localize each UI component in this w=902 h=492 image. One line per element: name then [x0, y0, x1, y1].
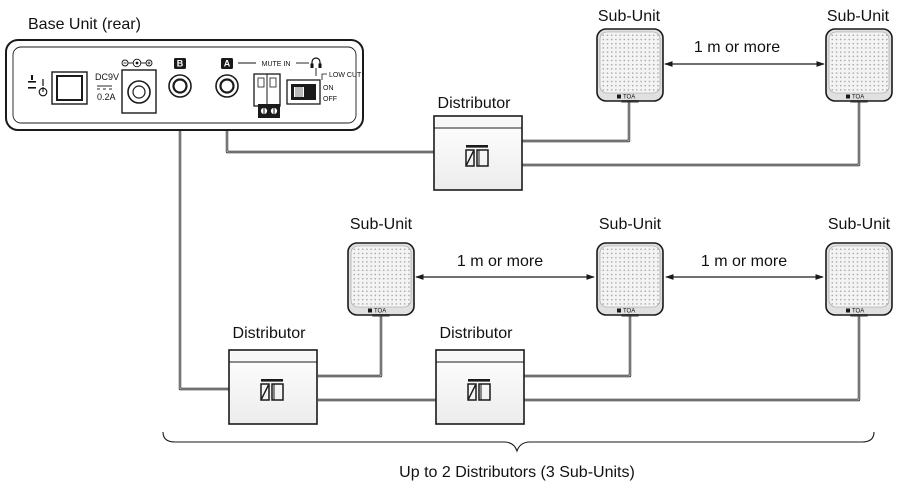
subunit-4-label: Sub-Unit: [599, 216, 662, 233]
base-unit-title: Base Unit (rear): [28, 16, 141, 33]
svg-text:TOA: TOA: [852, 95, 864, 101]
spacing-label-bottom-left: 1 m or more: [457, 253, 543, 270]
port-b-connector: [168, 74, 192, 98]
subunit-4: TOA: [596, 242, 664, 318]
svg-text:B: B: [177, 59, 184, 69]
svg-text:A: A: [224, 59, 231, 69]
dc-rating-label: DC9V: [95, 72, 119, 82]
low-cut-switch: [286, 79, 321, 105]
cable-distributor-2-to-subunit-3: [318, 315, 383, 378]
subunit-3: TOA: [347, 242, 415, 318]
subunit-5-label: Sub-Unit: [828, 216, 891, 233]
svg-text:TOA: TOA: [852, 309, 864, 315]
low-cut-bracket-icon: [321, 73, 327, 80]
footer-caption: Up to 2 Distributors (3 Sub-Units): [399, 464, 635, 481]
low-cut-off-label: OFF: [323, 96, 337, 103]
subunit-1: TOA: [596, 28, 664, 104]
low-cut-label: LOW CUT: [329, 72, 362, 79]
headphone-icon: [310, 57, 322, 76]
cable-distributor-1-to-subunit-1: [522, 101, 631, 143]
distributor-2-label: Distributor: [233, 325, 307, 342]
port-a-badge: A: [221, 58, 233, 69]
spacing-label-bottom-right: 1 m or more: [701, 253, 787, 270]
spacing-label-top: 1 m or more: [694, 39, 780, 56]
distributor-3: [435, 349, 525, 425]
subunit-5: TOA: [825, 242, 893, 318]
mute-in-label: MUTE IN: [262, 61, 291, 68]
svg-text:TOA: TOA: [623, 309, 635, 315]
cable-distributor-3-to-subunit-4: [524, 315, 632, 378]
port-a-connector: [215, 74, 239, 98]
mute-in-terminal: [253, 73, 281, 118]
dc-power-jack: [121, 69, 157, 114]
group-brace: [162, 431, 875, 453]
cable-distributor-3-to-subunit-5: [524, 315, 861, 402]
power-switch: [51, 71, 88, 105]
port-b-badge: B: [174, 58, 186, 69]
subunit-1-label: Sub-Unit: [598, 8, 661, 25]
distributor-2: [228, 349, 318, 425]
distributor-3-label: Distributor: [440, 325, 514, 342]
dc-current-label: 0.2A: [97, 92, 116, 102]
polarity-symbol-icon: [121, 58, 153, 68]
dc-symbol-icon: [97, 85, 112, 90]
cable-port-b-to-distributor-2: [178, 97, 229, 391]
subunit-2: TOA: [825, 28, 893, 104]
svg-text:TOA: TOA: [374, 309, 386, 315]
svg-text:TOA: TOA: [623, 95, 635, 101]
low-cut-on-label: ON: [323, 85, 334, 92]
distributor-1: [433, 115, 523, 191]
power-switch-icon: [28, 75, 48, 97]
cable-distributor-1-to-subunit-2: [522, 101, 861, 167]
distributor-1-label: Distributor: [438, 95, 512, 112]
subunit-3-label: Sub-Unit: [350, 216, 413, 233]
subunit-2-label: Sub-Unit: [827, 8, 890, 25]
